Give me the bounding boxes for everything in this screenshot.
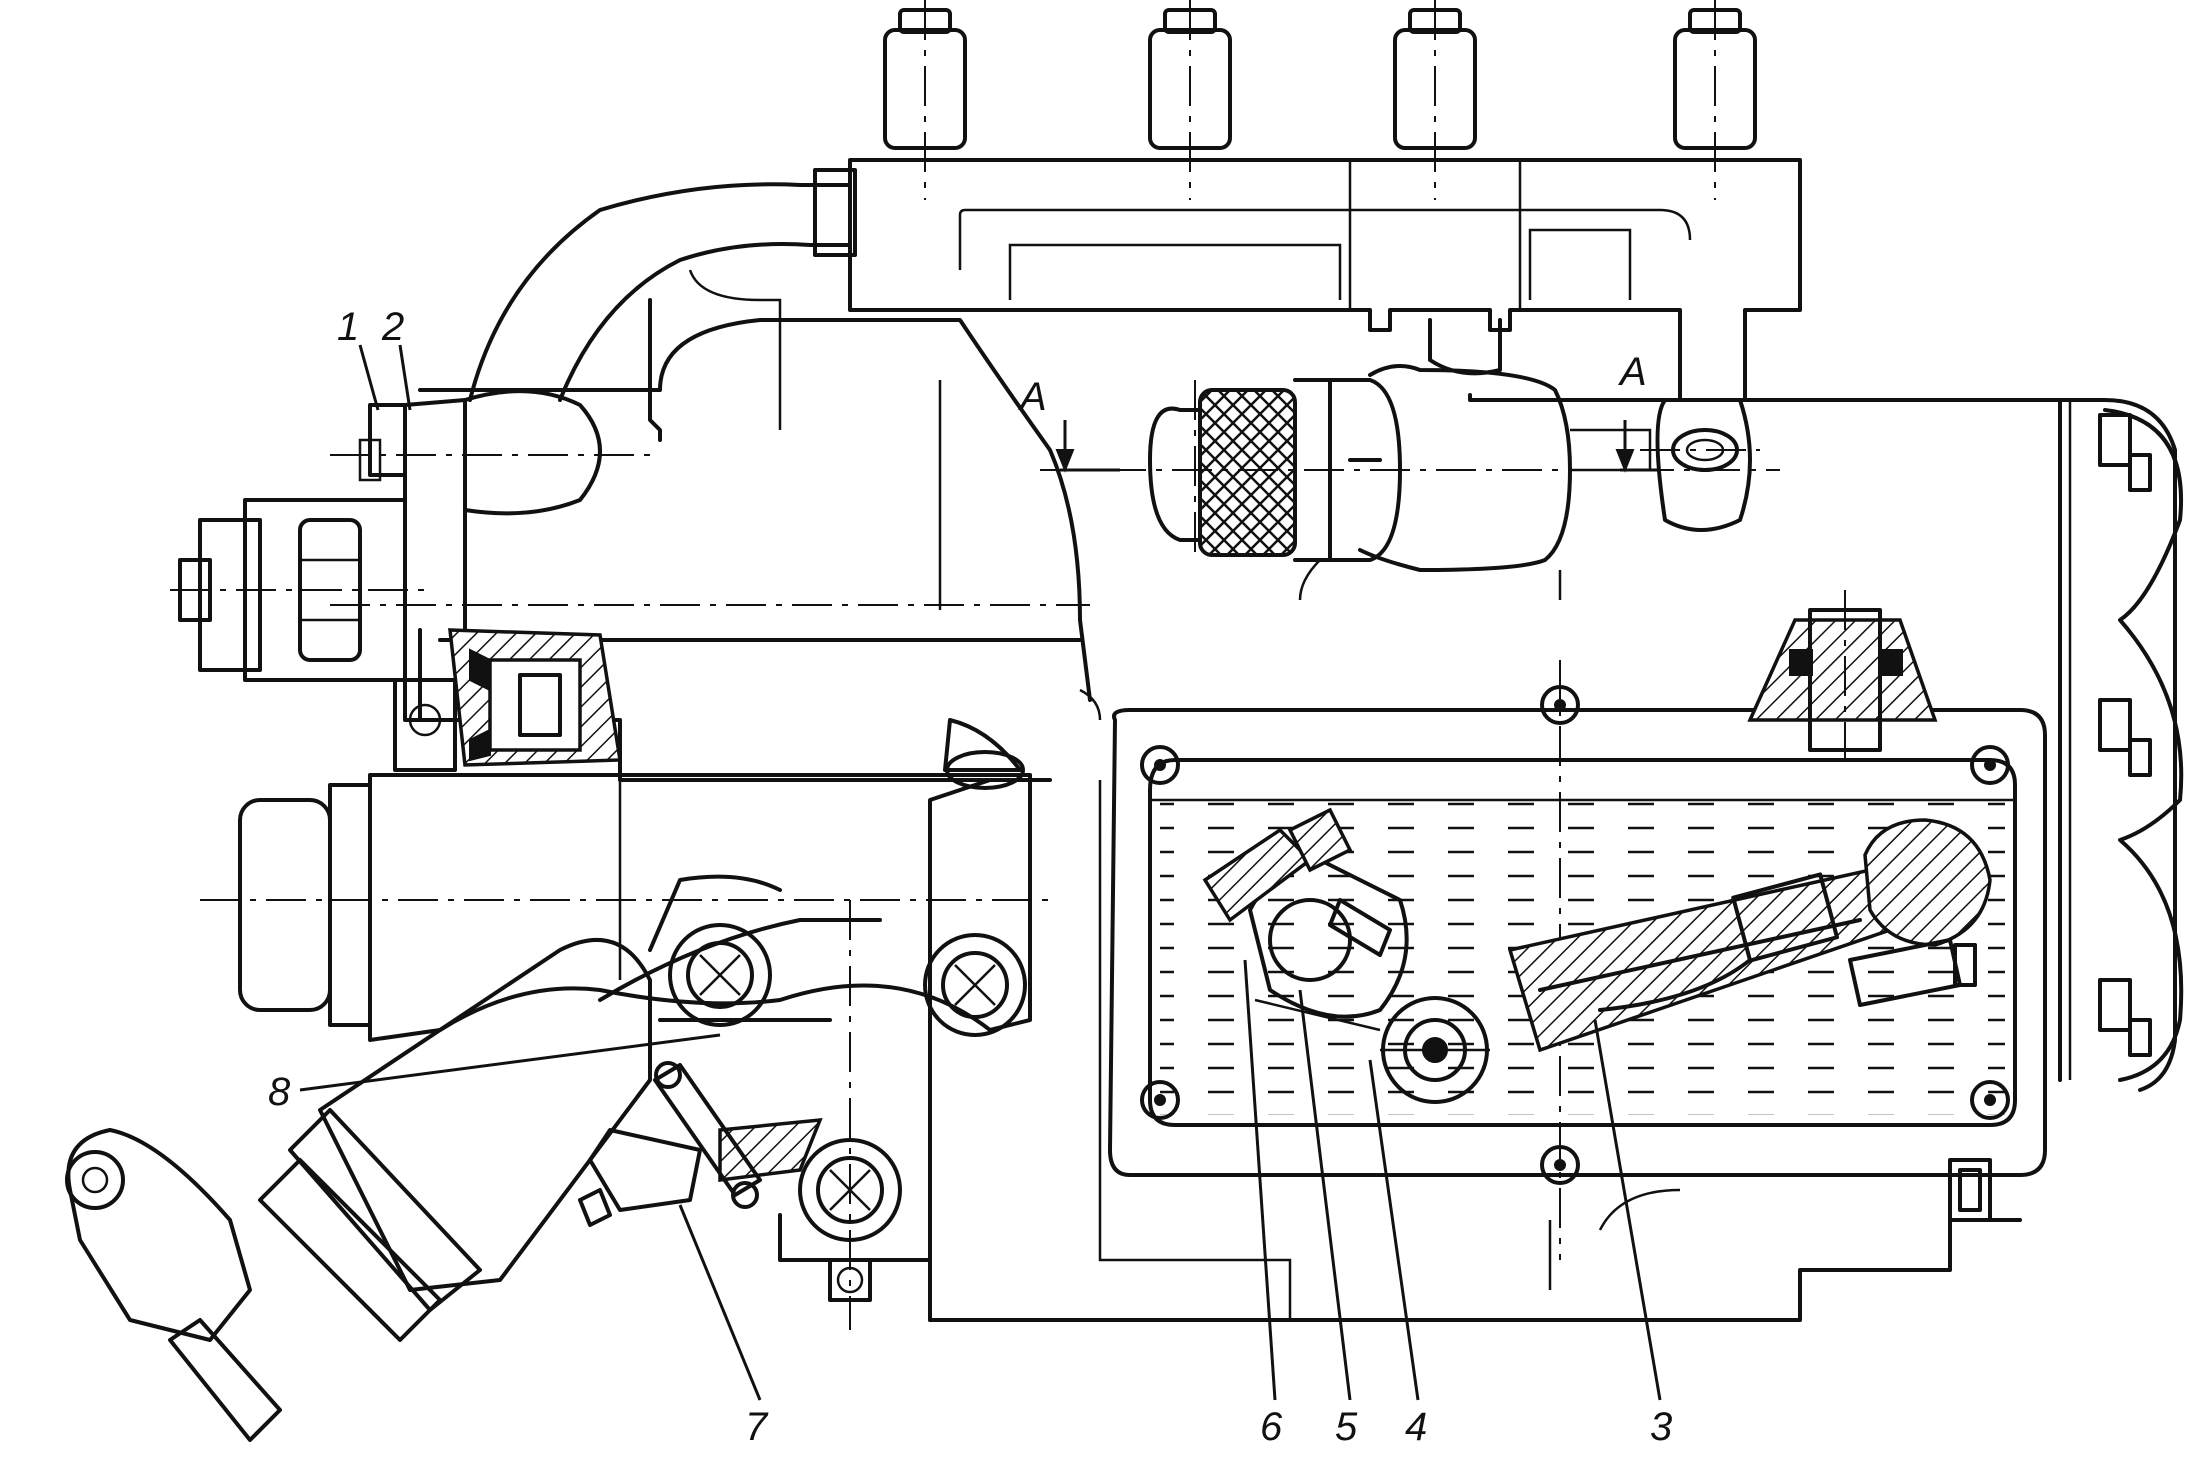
upper-head-block [848,158,1802,402]
leader-1 [358,344,380,411]
overflow-elbow-pipe [468,168,857,442]
temperature-sensor-7 [578,1061,762,1227]
leader-6 [1243,959,1277,1401]
label-5: 5 [1335,1405,1358,1449]
bottom-hardware [1948,1158,1992,1222]
pump-body [330,318,2177,1322]
label-8: 8 [268,1070,291,1114]
hatched-valve-seat [448,628,623,767]
housing-bolts [668,900,1027,1330]
bolt-upper-right [923,933,1027,1037]
label-1: 1 [337,305,359,349]
label-4: 4 [1405,1405,1427,1449]
leader-2 [398,344,412,411]
leader-8 [299,1033,721,1092]
label-7: 7 [745,1405,769,1449]
angled-inlet-fitting [65,874,882,1442]
delivery-valve-holders [883,0,1757,200]
left-cylinder-housing [200,718,1050,1042]
leader-4 [1368,1059,1420,1401]
top-drain-plug [1747,590,1938,760]
leader-7 [678,1204,762,1401]
control-rod-3 [1507,818,1992,1053]
leader-5 [1298,989,1352,1401]
label-3: 3 [1650,1405,1672,1449]
knurled-plug-assembly [1040,318,1780,601]
cover-screws [1140,685,2010,1185]
clamp-assembly-5-6 [1202,807,1409,1032]
lever-pivot-4 [1380,996,1490,1104]
label-6: 6 [1260,1405,1283,1449]
section-line-a-a [1055,420,1660,473]
section-label-a-right: A [1618,350,1647,394]
banjo-fitting-right [1640,398,1760,532]
label-2: 2 [381,305,404,349]
section-label-a-left: A [1018,375,1047,419]
right-end-cover [2098,408,2184,1082]
leader-3 [1593,1019,1662,1401]
bolt-upper-left [668,923,772,1027]
